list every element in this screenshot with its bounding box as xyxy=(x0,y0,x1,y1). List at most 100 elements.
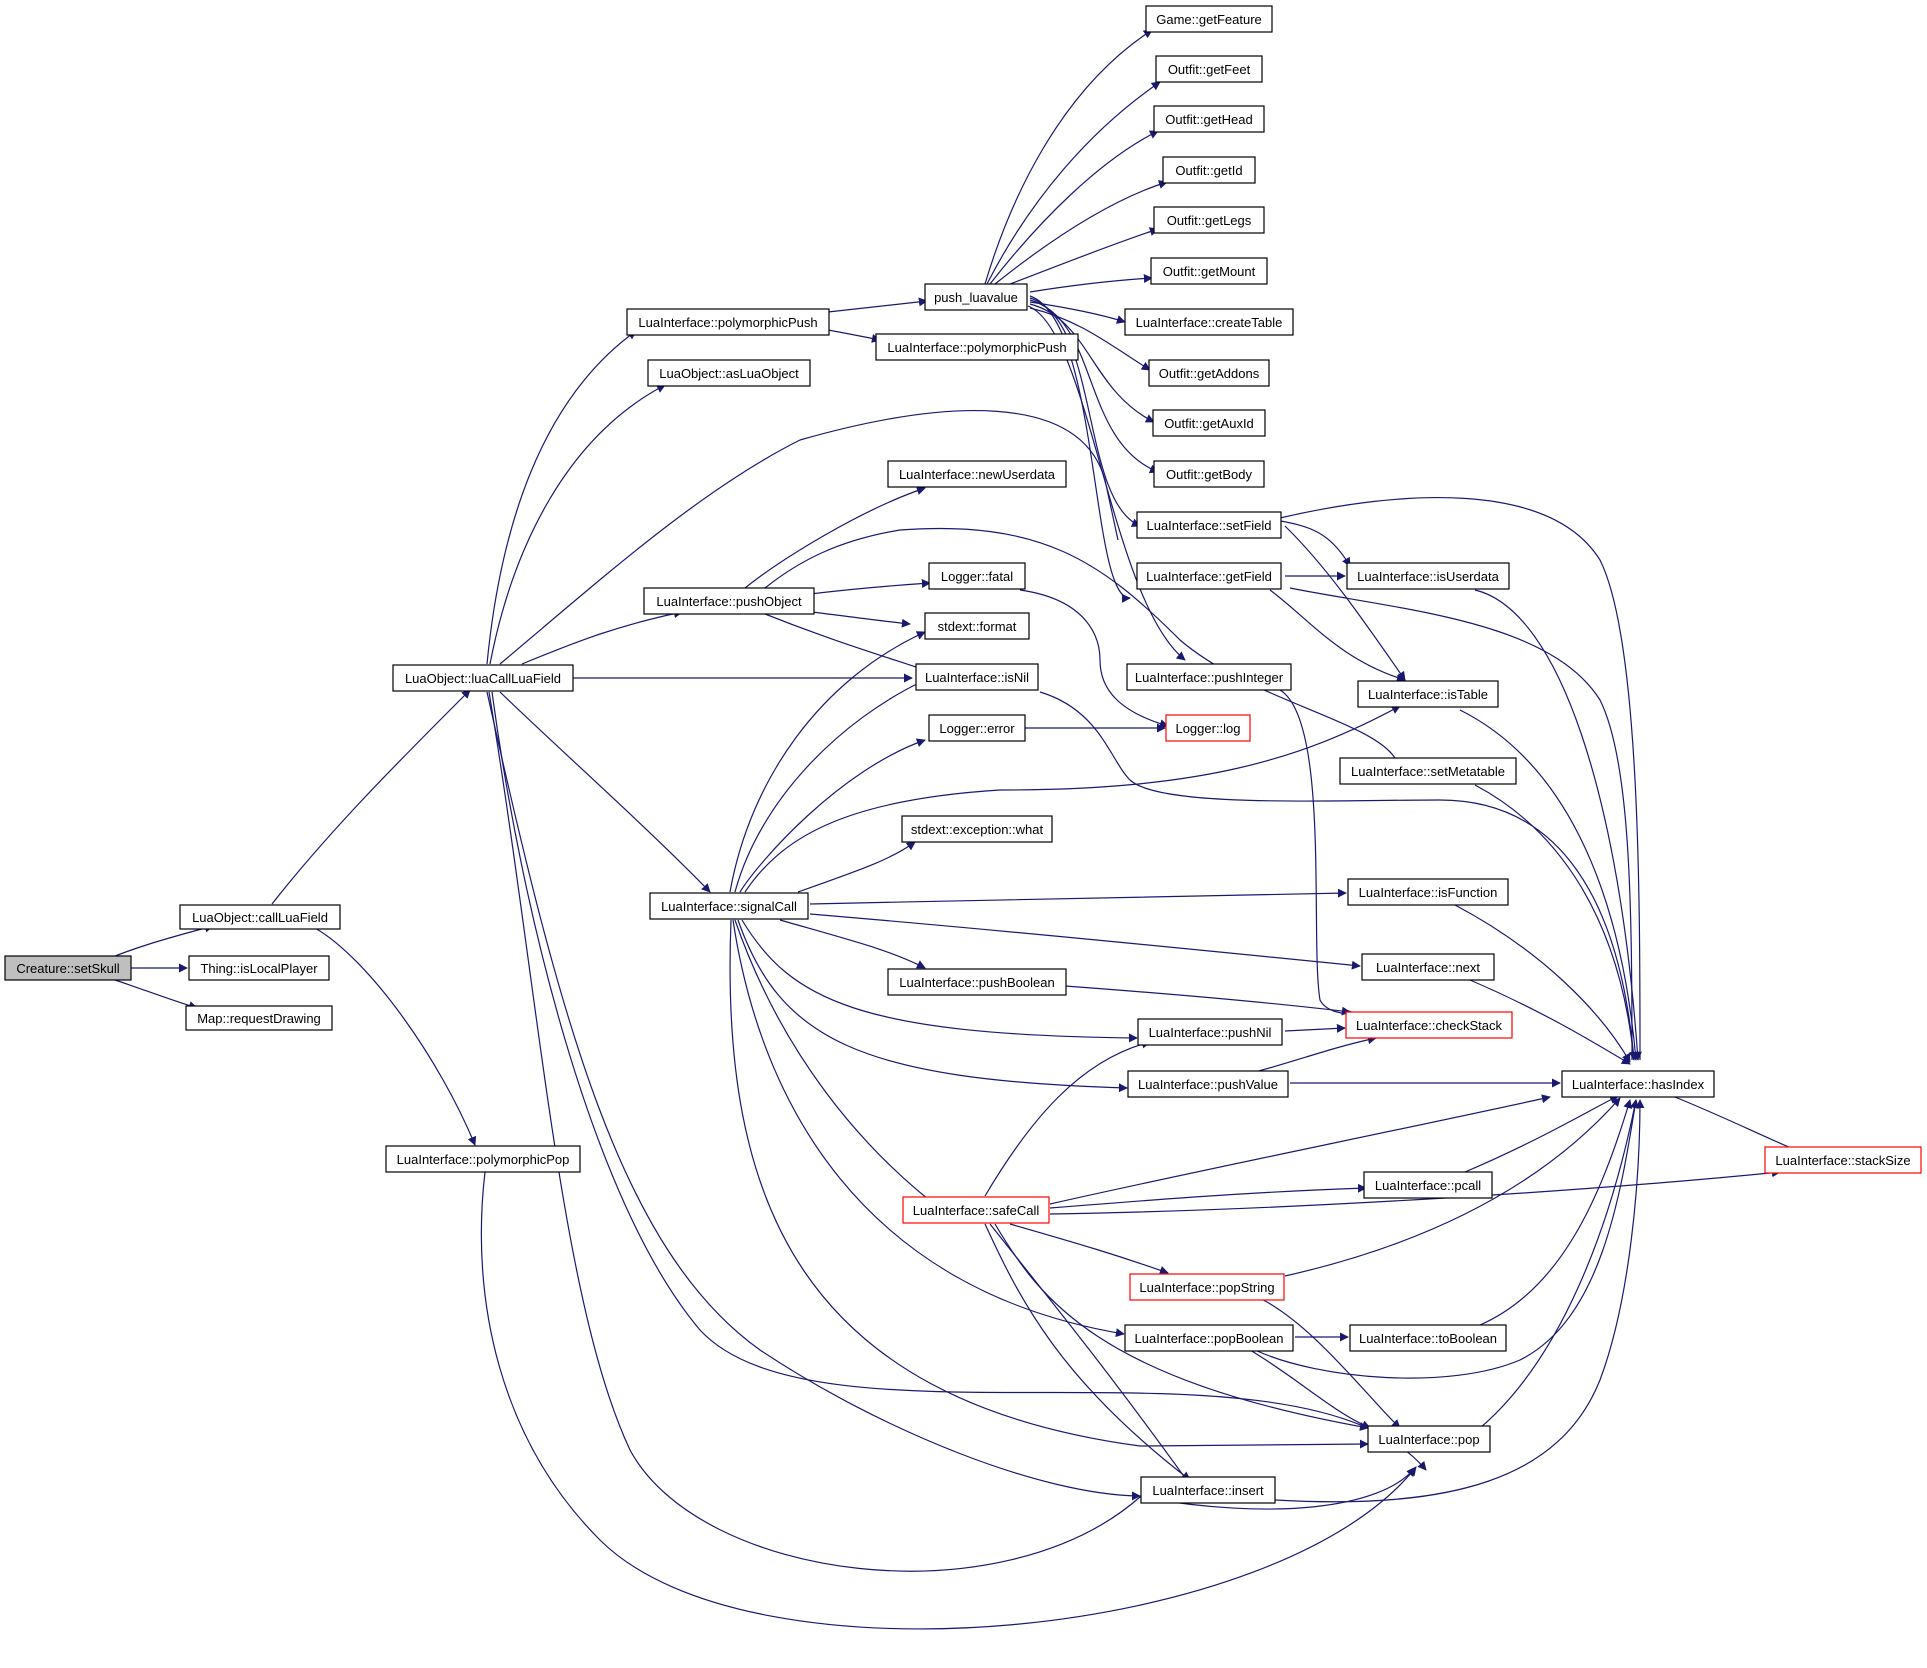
node-luainterface-pushnil[interactable]: LuaInterface::pushNil xyxy=(1137,1018,1283,1046)
node-label: LuaInterface::isNil xyxy=(925,670,1029,685)
node-luainterface-next[interactable]: LuaInterface::next xyxy=(1361,953,1495,981)
node-outfit-getauxid[interactable]: Outfit::getAuxId xyxy=(1152,409,1266,437)
node-label: Logger::error xyxy=(939,721,1015,736)
node-logger-fatal[interactable]: Logger::fatal xyxy=(928,562,1026,590)
node-luainterface-isuserdata[interactable]: LuaInterface::isUserdata xyxy=(1346,562,1510,590)
node-outfit-getlegs[interactable]: Outfit::getLegs xyxy=(1153,206,1265,234)
edge xyxy=(1254,1099,1640,1379)
node-stdext-exception-what[interactable]: stdext::exception::what xyxy=(901,815,1053,843)
node-luainterface-pushboolean[interactable]: LuaInterface::pushBoolean xyxy=(887,968,1067,996)
node-luainterface-pop[interactable]: LuaInterface::pop xyxy=(1367,1425,1491,1453)
node-logger-error[interactable]: Logger::error xyxy=(928,714,1026,742)
node-label: LuaInterface::hasIndex xyxy=(1572,1077,1705,1092)
edge xyxy=(486,330,637,665)
node-creature-setskull[interactable]: Creature::setSkull xyxy=(4,955,132,981)
node-game-getfeature[interactable]: Game::getFeature xyxy=(1145,5,1273,33)
node-outfit-gethead[interactable]: Outfit::getHead xyxy=(1153,105,1265,133)
edge xyxy=(1279,497,1641,1061)
node-label: Thing::isLocalPlayer xyxy=(200,961,318,976)
node-label: LuaInterface::setField xyxy=(1146,518,1271,533)
edge xyxy=(486,691,1141,1501)
edge xyxy=(994,1223,1369,1431)
node-luainterface-polymorphicpop[interactable]: LuaInterface::polymorphicPop xyxy=(385,1145,581,1173)
edge xyxy=(1284,525,1406,681)
node-label: LuaInterface::checkStack xyxy=(1356,1018,1502,1033)
node-label: LuaInterface::isUserdata xyxy=(1357,569,1499,584)
node-label: Outfit::getMount xyxy=(1163,264,1256,279)
node-push-luavalue[interactable]: push_luavalue xyxy=(924,283,1028,311)
node-luainterface-signalcall[interactable]: LuaInterface::signalCall xyxy=(649,892,809,920)
node-luainterface-popstring[interactable]: LuaInterface::popString xyxy=(1129,1273,1285,1301)
node-outfit-getaddons[interactable]: Outfit::getAddons xyxy=(1148,359,1270,387)
node-label: LuaInterface::next xyxy=(1376,960,1480,975)
node-luainterface-isfunction[interactable]: LuaInterface::isFunction xyxy=(1347,878,1509,906)
edge xyxy=(744,705,1401,893)
node-outfit-getid[interactable]: Outfit::getId xyxy=(1162,156,1256,184)
edge xyxy=(1009,227,1159,285)
node-luainterface-newuserdata[interactable]: LuaInterface::newUserdata xyxy=(887,460,1067,488)
edge xyxy=(764,527,1396,759)
node-luainterface-hasindex[interactable]: LuaInterface::hasIndex xyxy=(1561,1070,1715,1098)
edge xyxy=(1454,904,1631,1063)
edge xyxy=(271,689,471,905)
node-label: LuaInterface::newUserdata xyxy=(899,467,1056,482)
node-logger-log[interactable]: Logger::log xyxy=(1165,714,1251,742)
edges xyxy=(109,29,1808,1630)
node-label: LuaInterface::popString xyxy=(1139,1280,1274,1295)
node-label: stdext::format xyxy=(938,619,1017,634)
node-luaobject-asluaobject[interactable]: LuaObject::asLuaObject xyxy=(647,359,811,387)
edge xyxy=(1009,1223,1169,1275)
edge xyxy=(1279,689,1356,1019)
node-luainterface-getfield[interactable]: LuaInterface::getField xyxy=(1136,562,1282,590)
node-luainterface-istable[interactable]: LuaInterface::isTable xyxy=(1357,680,1499,708)
node-luainterface-pushvalue[interactable]: LuaInterface::pushValue xyxy=(1127,1070,1289,1098)
node-outfit-getmount[interactable]: Outfit::getMount xyxy=(1150,257,1268,285)
node-outfit-getbody[interactable]: Outfit::getBody xyxy=(1153,460,1265,488)
node-luainterface-polymorphicpush-1[interactable]: LuaInterface::polymorphicPush xyxy=(626,308,830,336)
node-label: LuaInterface::isFunction xyxy=(1359,885,1498,900)
node-label: LuaInterface::popBoolean xyxy=(1135,1331,1284,1346)
edge xyxy=(1474,589,1642,1061)
edge xyxy=(732,919,1125,1338)
node-label: LuaInterface::getField xyxy=(1146,569,1272,584)
node-label: Outfit::getFeet xyxy=(1168,62,1251,77)
edge xyxy=(797,841,916,893)
node-luainterface-polymorphicpush-2[interactable]: LuaInterface::polymorphicPush xyxy=(875,333,1079,361)
edge xyxy=(779,919,926,969)
node-luainterface-pushobject[interactable]: LuaInterface::pushObject xyxy=(643,587,815,615)
node-luainterface-setmetatable[interactable]: LuaInterface::setMetatable xyxy=(1339,757,1517,785)
edge xyxy=(1039,691,1635,1061)
nodes: Creature::setSkull LuaObject::callLuaFie… xyxy=(4,5,1922,1504)
edge xyxy=(1479,1099,1639,1429)
edge xyxy=(1289,587,1633,1061)
node-luainterface-checkstack[interactable]: LuaInterface::checkStack xyxy=(1345,1011,1513,1039)
node-luainterface-stacksize[interactable]: LuaInterface::stackSize xyxy=(1764,1146,1922,1174)
node-luainterface-isnil[interactable]: LuaInterface::isNil xyxy=(915,663,1039,691)
edge xyxy=(734,679,926,893)
node-luainterface-toboolean[interactable]: LuaInterface::toBoolean xyxy=(1349,1324,1507,1352)
edge xyxy=(1669,1094,1808,1156)
node-luainterface-insert[interactable]: LuaInterface::insert xyxy=(1140,1476,1276,1504)
node-thing-islocalplayer[interactable]: Thing::isLocalPlayer xyxy=(188,955,330,981)
node-map-requestdrawing[interactable]: Map::requestDrawing xyxy=(185,1005,333,1031)
node-label: Outfit::getLegs xyxy=(1167,213,1252,228)
node-label: LuaObject::callLuaField xyxy=(192,910,328,925)
node-luainterface-createtable[interactable]: LuaInterface::createTable xyxy=(1124,308,1294,336)
node-outfit-getfeet[interactable]: Outfit::getFeet xyxy=(1155,55,1263,83)
node-luainterface-safecall[interactable]: LuaInterface::safeCall xyxy=(902,1196,1050,1224)
node-luainterface-pcall[interactable]: LuaInterface::pcall xyxy=(1363,1171,1493,1199)
node-label: Outfit::getHead xyxy=(1165,112,1252,127)
edge xyxy=(1464,1095,1619,1173)
node-luaobject-luacallluafield[interactable]: LuaObject::luaCallLuaField xyxy=(392,664,574,692)
edge xyxy=(1269,589,1406,682)
node-luainterface-setfield[interactable]: LuaInterface::setField xyxy=(1136,511,1282,539)
edge xyxy=(811,611,911,628)
edge xyxy=(984,1223,1191,1481)
node-stdext-format[interactable]: stdext::format xyxy=(924,612,1030,640)
node-luaobject-callluafield[interactable]: LuaObject::callLuaField xyxy=(179,904,341,930)
edge xyxy=(1029,295,1131,603)
node-luainterface-popboolean[interactable]: LuaInterface::popBoolean xyxy=(1124,1324,1294,1352)
node-luainterface-pushinteger[interactable]: LuaInterface::pushInteger xyxy=(1126,663,1292,691)
node-label: LuaInterface::insert xyxy=(1152,1483,1264,1498)
